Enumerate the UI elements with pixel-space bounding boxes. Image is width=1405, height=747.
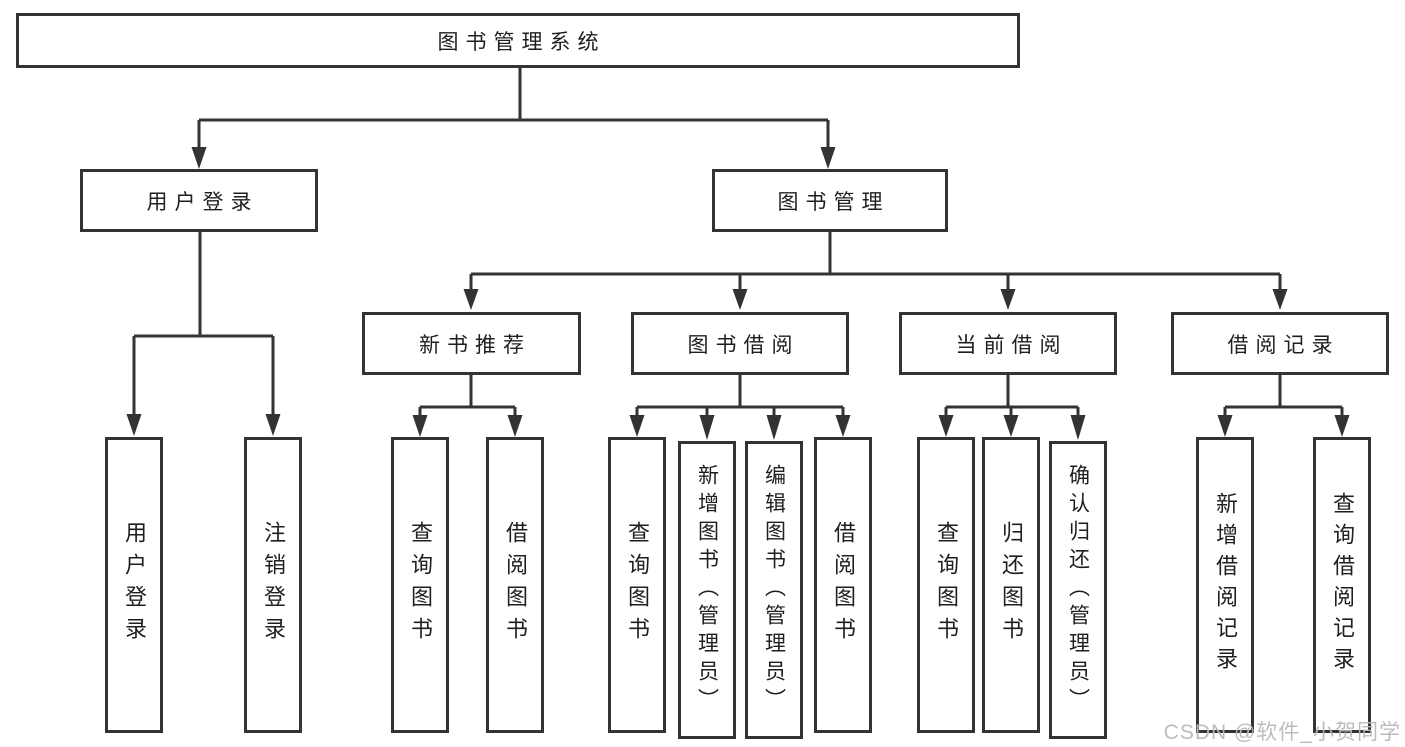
node-book-management: 图书管理 bbox=[712, 169, 948, 232]
arrow-down bbox=[699, 415, 715, 440]
leaf-borrow-book: 借阅图书 bbox=[814, 437, 872, 733]
connector-root bbox=[197, 66, 830, 150]
arrow-down bbox=[820, 147, 836, 169]
arrow-down bbox=[1272, 289, 1288, 310]
leaf-label: 借阅图书 bbox=[831, 521, 856, 649]
leaf-label: 借阅图书 bbox=[503, 521, 528, 649]
node-new-book-recommend: 新书推荐 bbox=[362, 312, 581, 375]
connector-book-mgmt bbox=[469, 231, 1282, 292]
node-book-borrow: 图书借阅 bbox=[631, 312, 849, 375]
leaf-edit-book-admin: 编辑图书（管理员） bbox=[745, 441, 803, 739]
arrow-down bbox=[938, 415, 954, 437]
leaf-query-book-borrow: 查询图书 bbox=[608, 437, 666, 733]
connector-new-book bbox=[418, 373, 517, 416]
connector-borrow-records bbox=[1223, 373, 1344, 416]
arrow-down bbox=[507, 415, 523, 437]
leaf-confirm-return-admin: 确认归还（管理员） bbox=[1049, 441, 1107, 739]
watermark: CSDN @软件_小贺同学 bbox=[1163, 721, 1401, 744]
leaf-user-login: 用户登录 bbox=[105, 437, 163, 733]
leaf-query-borrow-record: 查询借阅记录 bbox=[1313, 437, 1371, 733]
node-label: 新书推荐 bbox=[419, 333, 531, 357]
arrow-down bbox=[766, 415, 782, 440]
leaf-query-book-recommend: 查询图书 bbox=[391, 437, 449, 733]
leaf-label: 查询图书 bbox=[934, 521, 959, 649]
arrow-down bbox=[126, 414, 142, 436]
connector-user-login bbox=[132, 231, 275, 417]
arrow-down bbox=[1070, 415, 1086, 440]
arrow-down bbox=[191, 147, 207, 169]
node-label: 图书管理 bbox=[777, 190, 890, 214]
arrow-down bbox=[1334, 415, 1350, 437]
node-user-login: 用户登录 bbox=[80, 169, 318, 232]
node-library-system: 图书管理系统 bbox=[16, 13, 1020, 68]
leaf-label: 确认归还（管理员） bbox=[1066, 464, 1090, 716]
connector-current-borrow bbox=[944, 373, 1080, 416]
leaf-label: 编辑图书（管理员） bbox=[762, 464, 786, 716]
arrow-down bbox=[265, 414, 281, 436]
arrow-down bbox=[412, 415, 428, 437]
arrow-down bbox=[463, 289, 479, 310]
leaf-label: 注销登录 bbox=[261, 521, 286, 649]
leaf-label: 查询借阅记录 bbox=[1330, 492, 1355, 678]
node-label: 当前借阅 bbox=[955, 333, 1068, 357]
node-label: 用户登录 bbox=[146, 190, 259, 214]
node-current-borrow: 当前借阅 bbox=[899, 312, 1117, 375]
leaf-add-book-admin: 新增图书（管理员） bbox=[678, 441, 736, 739]
leaf-query-book-current: 查询图书 bbox=[917, 437, 975, 733]
arrow-down bbox=[835, 415, 851, 437]
node-label: 图书管理系统 bbox=[437, 30, 606, 54]
leaf-label: 查询图书 bbox=[625, 521, 650, 649]
leaf-add-borrow-record: 新增借阅记录 bbox=[1196, 437, 1254, 733]
arrow-down bbox=[1003, 415, 1019, 437]
arrow-down bbox=[629, 415, 645, 437]
arrow-down bbox=[732, 289, 748, 310]
connector-book-borrow bbox=[635, 373, 845, 416]
node-label: 借阅记录 bbox=[1227, 333, 1340, 357]
leaf-return-book: 归还图书 bbox=[982, 437, 1040, 733]
arrow-down bbox=[1000, 289, 1016, 310]
node-borrow-records: 借阅记录 bbox=[1171, 312, 1389, 375]
node-label: 图书借阅 bbox=[687, 333, 800, 357]
leaf-label: 用户登录 bbox=[122, 521, 147, 649]
leaf-logout: 注销登录 bbox=[244, 437, 302, 733]
leaf-label: 归还图书 bbox=[999, 521, 1024, 649]
leaf-label: 查询图书 bbox=[408, 521, 433, 649]
leaf-borrow-book-recommend: 借阅图书 bbox=[486, 437, 544, 733]
arrow-down bbox=[1217, 415, 1233, 437]
leaf-label: 新增图书（管理员） bbox=[695, 464, 719, 716]
leaf-label: 新增借阅记录 bbox=[1213, 492, 1238, 678]
